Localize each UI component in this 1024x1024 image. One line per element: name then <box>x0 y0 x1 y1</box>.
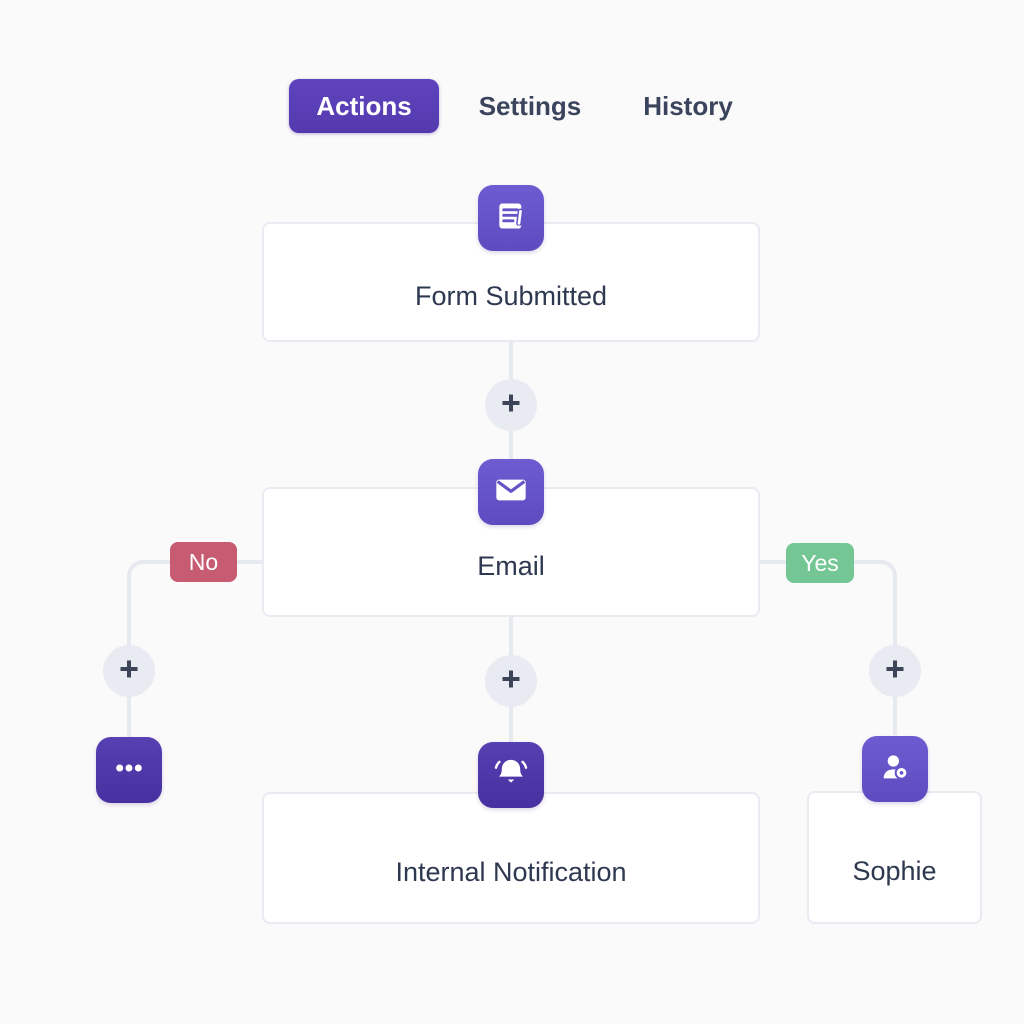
tab-actions[interactable]: Actions <box>289 79 439 133</box>
node-assignee-label: Sophie <box>852 856 937 886</box>
plus-icon <box>496 388 526 423</box>
node-form-submitted-label: Form Submitted <box>414 280 608 311</box>
branch-label-yes: Yes <box>786 543 854 583</box>
person-badge-icon <box>875 747 915 792</box>
branch-label-no: No <box>170 542 237 582</box>
assignee-node-icon-button[interactable] <box>862 736 928 802</box>
add-step-button-after-trigger[interactable] <box>485 379 537 431</box>
bell-icon <box>491 753 531 798</box>
node-internal-notification[interactable]: Internal Notification <box>262 792 760 924</box>
ellipsis-icon <box>109 748 149 793</box>
form-submitted-node-icon-button[interactable] <box>478 185 544 251</box>
add-step-button-after-email[interactable] <box>485 655 537 707</box>
more-options-node-button[interactable] <box>96 737 162 803</box>
form-icon <box>491 196 531 241</box>
add-step-button-branch-no[interactable] <box>103 645 155 697</box>
plus-icon <box>114 654 144 689</box>
plus-icon <box>496 664 526 699</box>
node-internal-notification-label: Internal Notification <box>395 856 627 887</box>
email-node-icon-button[interactable] <box>478 459 544 525</box>
add-step-button-branch-yes[interactable] <box>869 645 921 697</box>
notification-node-icon-button[interactable] <box>478 742 544 808</box>
tab-settings[interactable]: Settings <box>478 90 582 121</box>
node-assignee-sophie[interactable]: Sophie <box>807 791 982 924</box>
mail-icon <box>491 470 531 515</box>
node-email-label: Email <box>477 550 545 581</box>
plus-icon <box>880 654 910 689</box>
tab-history[interactable]: History <box>643 90 733 121</box>
connector-branch-no <box>127 560 264 738</box>
connector-branch-yes <box>760 560 897 735</box>
